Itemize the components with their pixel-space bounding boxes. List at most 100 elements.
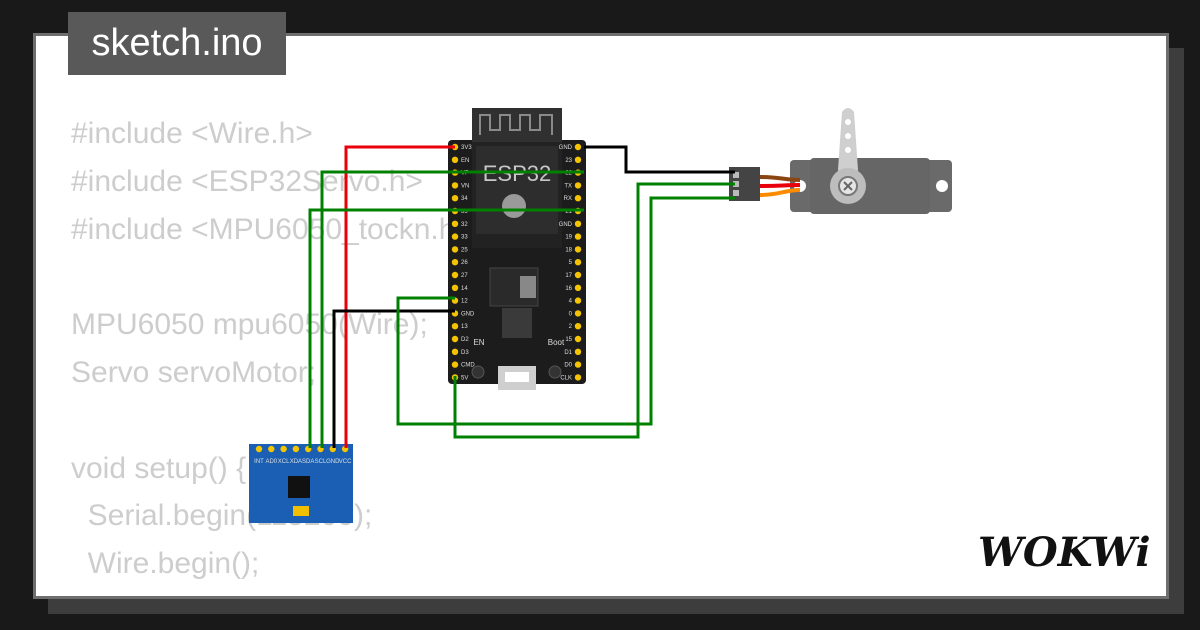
code-line: #include <ESP32Servo.h> <box>71 164 423 198</box>
pin[interactable] <box>574 156 582 163</box>
pin[interactable] <box>574 182 582 189</box>
wire-gnd-servo <box>584 145 735 174</box>
wire-scl <box>320 170 584 448</box>
pin[interactable] <box>451 335 459 343</box>
pin[interactable] <box>451 156 459 163</box>
pin-label: XDA <box>290 459 302 465</box>
pin[interactable] <box>451 259 459 266</box>
code-line: #include <MPU6050_tockn.h> <box>71 212 473 246</box>
pin[interactable] <box>451 348 459 355</box>
pin-label: 22 <box>565 171 572 177</box>
wire-servo-power <box>453 182 735 439</box>
pin-label: 13 <box>461 324 468 330</box>
pin-label: VP <box>461 171 469 177</box>
pin-label: 21 <box>565 209 572 215</box>
pin-label: D3 <box>461 350 469 356</box>
pin[interactable] <box>574 310 582 317</box>
code-line: void setup() { <box>71 451 247 485</box>
pin-label: 35 <box>461 209 468 215</box>
pin-label: 15 <box>565 337 572 343</box>
wire-servo-signal <box>396 196 735 426</box>
pin-label: XCL <box>278 459 290 465</box>
pin[interactable] <box>574 195 582 202</box>
pin[interactable] <box>451 182 459 189</box>
pin-label: 4 <box>569 299 573 305</box>
pin[interactable] <box>255 445 263 453</box>
pin-label: 16 <box>565 286 572 292</box>
esp32-board[interactable]: ESP32 Boot EN 3V3ENVPVN34353233252627141… <box>448 108 586 390</box>
pin-label: 17 <box>565 273 572 279</box>
pin[interactable] <box>574 246 582 253</box>
pin-label: AD0 <box>265 459 277 465</box>
pin[interactable] <box>574 259 582 266</box>
pin-label: VCC <box>339 459 352 465</box>
pin[interactable] <box>451 246 459 253</box>
code-line: #include <Wire.h> <box>71 117 313 150</box>
wire-vcc <box>344 145 455 448</box>
pin-label: D0 <box>564 363 572 369</box>
pin-label: GND <box>326 459 340 465</box>
pin[interactable] <box>574 233 582 240</box>
pin-label: INT <box>254 459 264 465</box>
pin[interactable] <box>574 335 582 343</box>
pin-label: 26 <box>461 260 468 266</box>
wire-gnd-mpu <box>332 309 455 448</box>
pin-label: 18 <box>565 247 572 253</box>
pin[interactable] <box>451 361 459 368</box>
pin[interactable] <box>574 220 582 227</box>
pin[interactable] <box>574 284 582 291</box>
pin[interactable] <box>451 233 459 240</box>
pin[interactable] <box>451 271 459 279</box>
wokwi-logo-text: WOKWi <box>978 529 1150 574</box>
wire-sda <box>308 208 584 448</box>
pin-label: EN <box>461 158 469 164</box>
code-preview: #include <Wire.h> #include <ESP32Servo.h>… <box>71 110 473 596</box>
pin[interactable] <box>574 374 582 381</box>
pin-label: 5V <box>461 375 468 381</box>
pin-label: CMD <box>461 363 475 369</box>
pin[interactable] <box>574 361 582 368</box>
pin-label: 14 <box>461 286 468 292</box>
pin-label: GND <box>461 311 475 317</box>
wokwi-logo: WOKWi <box>978 529 1150 574</box>
pin[interactable] <box>574 323 582 330</box>
pin[interactable] <box>451 284 459 291</box>
en-label: EN <box>473 338 484 347</box>
pin-label: 2 <box>569 324 573 330</box>
pin[interactable] <box>451 195 459 202</box>
pin-label: SCL <box>315 459 327 465</box>
pin-label: GND <box>559 145 573 151</box>
servo-connector <box>729 167 801 201</box>
file-tab[interactable]: sketch.ino <box>68 12 286 75</box>
pin[interactable] <box>451 323 459 330</box>
esp32-left-header: 3V3ENVPVN343532332526271412GND13D2D3CMD5… <box>451 143 475 381</box>
wires <box>308 145 735 448</box>
pin[interactable] <box>451 220 459 227</box>
pin-label: SDA <box>302 459 314 465</box>
code-line: Wire.begin(); <box>71 547 260 581</box>
pin[interactable] <box>292 445 300 453</box>
pin[interactable] <box>280 445 287 453</box>
pin-label: 32 <box>461 222 468 228</box>
code-line: mpu6050.begin(); <box>71 588 473 596</box>
pin[interactable] <box>574 143 582 151</box>
pin-label: TX <box>564 183 572 189</box>
pin-label: 25 <box>461 247 468 253</box>
project-card: #include <Wire.h> #include <ESP32Servo.h>… <box>33 33 1169 599</box>
pin[interactable] <box>574 348 582 355</box>
pin[interactable] <box>268 445 275 453</box>
pin[interactable] <box>574 271 582 279</box>
pin-label: 19 <box>565 235 572 241</box>
servo-motor[interactable] <box>790 108 952 214</box>
code-line: Servo servoMotor; <box>71 355 317 389</box>
code-line: MPU6050 mpu6050(Wire); <box>71 308 428 342</box>
pin-label: 3V3 <box>461 145 472 151</box>
pin-label: RX <box>564 196 572 202</box>
boot-label: Boot <box>548 338 565 347</box>
pin[interactable] <box>574 297 582 304</box>
pin-label: 33 <box>461 235 468 241</box>
